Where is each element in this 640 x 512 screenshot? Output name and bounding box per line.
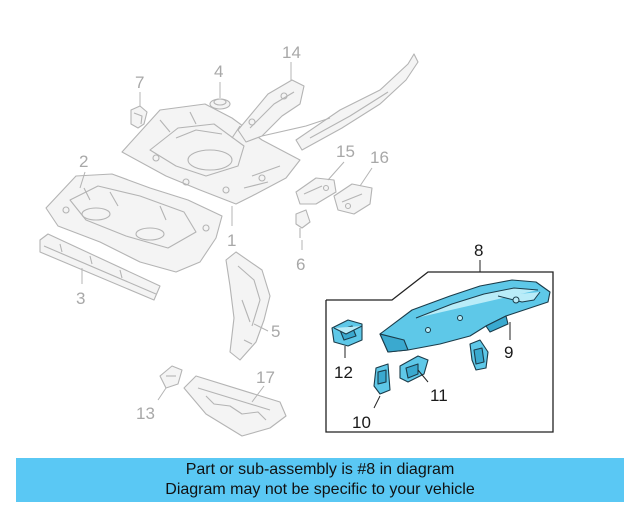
part-15-bracket bbox=[295, 177, 337, 205]
part-13-bracket bbox=[159, 365, 183, 389]
part-clip[interactable] bbox=[469, 339, 489, 371]
callout-1: 1 bbox=[227, 231, 236, 250]
part-4-plug bbox=[209, 98, 231, 110]
callout-11: 11 bbox=[430, 386, 448, 405]
part-2-rear-floor bbox=[45, 173, 223, 273]
callout-5: 5 bbox=[271, 322, 280, 341]
part-6-clip bbox=[295, 209, 311, 238]
part-12-bracket[interactable] bbox=[331, 319, 363, 347]
part-16-bracket bbox=[333, 183, 373, 215]
callout-8: 8 bbox=[474, 241, 483, 260]
callout-13: 13 bbox=[136, 404, 155, 423]
callout-9: 9 bbox=[504, 343, 513, 362]
part-7-bracket bbox=[130, 105, 148, 129]
banner-line-2: Diagram may not be specific to your vehi… bbox=[165, 481, 475, 498]
assembly-8-box bbox=[325, 271, 554, 433]
part-14-rail bbox=[237, 53, 419, 151]
banner-line-1: Part or sub-assembly is #8 in diagram bbox=[185, 461, 455, 478]
callout-4: 4 bbox=[214, 62, 223, 81]
callout-3: 3 bbox=[76, 289, 85, 308]
callout-14: 14 bbox=[282, 43, 301, 62]
part-17-rocker bbox=[183, 375, 287, 437]
callout-10: 10 bbox=[352, 413, 371, 432]
part-11-bracket[interactable] bbox=[399, 355, 429, 383]
callout-2: 2 bbox=[79, 152, 88, 171]
part-10-bracket[interactable] bbox=[373, 363, 391, 395]
callout-15: 15 bbox=[336, 142, 355, 161]
callout-12: 12 bbox=[334, 363, 353, 382]
callout-16: 16 bbox=[370, 148, 389, 167]
part-3-rear-panel bbox=[39, 233, 161, 301]
part-5-wheelhouse bbox=[225, 251, 271, 361]
info-banner: Part or sub-assembly is #8 in diagram Di… bbox=[16, 458, 624, 502]
callout-7: 7 bbox=[135, 73, 144, 92]
part-1-floor-pan bbox=[121, 103, 301, 205]
callout-6: 6 bbox=[296, 255, 305, 274]
callout-17: 17 bbox=[256, 368, 275, 387]
part-9-rail[interactable] bbox=[379, 279, 551, 353]
